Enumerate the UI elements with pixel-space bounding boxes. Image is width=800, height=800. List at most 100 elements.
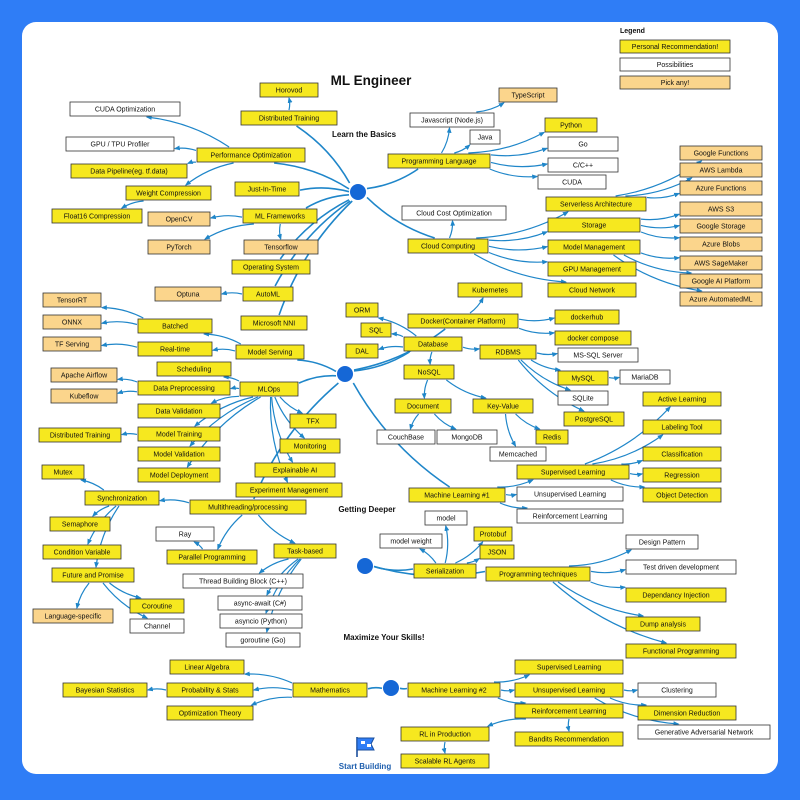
connector-hub0-disttrain (296, 125, 351, 184)
connector-hub1-mlops (298, 374, 337, 384)
node-box (537, 174, 607, 190)
node-box (147, 239, 211, 255)
node-box (547, 239, 641, 255)
node-box (84, 490, 160, 506)
connector-mlframe-pytorch (204, 223, 254, 240)
node-dimred: Dimension Reduction (637, 705, 737, 721)
node-channel: Channel (129, 618, 185, 634)
node-future: Future and Promise (51, 567, 135, 583)
node-label: Regression (664, 473, 700, 480)
node-label: CUDA Optimization (95, 107, 155, 114)
connector-math-optim (250, 696, 293, 706)
hub-node-4 (383, 680, 399, 696)
connector-cloud-cloudcost (448, 219, 456, 239)
node-label: TFX (306, 419, 320, 426)
node-azfunc: Azure Functions (679, 180, 763, 196)
node-nni: Microsoft NNI (240, 315, 308, 331)
node-label: TF Serving (55, 342, 89, 349)
node-label: MongoDB (451, 435, 482, 442)
connector-future-coroutine (109, 582, 142, 600)
node-label: Coroutine (142, 604, 172, 611)
connector-mlframe-tensorflow (277, 223, 282, 241)
node-label: Labeling Tool (661, 425, 703, 432)
connector-suplearn-labeling (592, 434, 664, 465)
node-box (679, 162, 763, 178)
node-label: Javascript (Node.js) (421, 118, 483, 125)
node-box (619, 369, 671, 385)
connector-mlops-scheduling (222, 374, 240, 382)
node-kubeflow: Kubeflow (50, 388, 118, 404)
node-label: NoSQL (418, 370, 441, 377)
node-box (242, 286, 294, 302)
node-clustering: Clustering (637, 682, 717, 698)
connector-hub0-automl (274, 200, 351, 287)
node-serverless: Serverless Architecture (545, 196, 647, 212)
connector-database-nosql (427, 351, 433, 366)
node-label: Mathematics (310, 688, 350, 695)
node-couchbase: CouchBase (376, 429, 436, 445)
connector-mlframe-opencv (209, 214, 243, 220)
node-mysql: MySQL (557, 370, 609, 386)
node-coroutine: Coroutine (129, 598, 185, 614)
node-label: Key-Value (487, 404, 519, 411)
node-box (479, 344, 537, 360)
node-rlprod: RL in Production (400, 726, 490, 742)
section-label-deeper: Getting Deeper (338, 505, 395, 514)
node-expmgmt: Experiment Management (235, 482, 343, 498)
connector-taskbased-tbb (258, 558, 289, 574)
node-modelvalid: Model Validation (137, 446, 221, 462)
node-box (400, 726, 490, 742)
connector-hub0-perfopt (274, 162, 350, 190)
node-label: Dependancy Injection (642, 593, 709, 600)
node-cudaopt: CUDA Optimization (69, 101, 181, 117)
node-box (235, 482, 343, 498)
connector-ml1-reinf1 (499, 502, 529, 511)
node-box (625, 587, 727, 603)
node-disttrain: Distributed Training (240, 110, 338, 126)
node-box (231, 259, 311, 275)
node-label: Test driven development (643, 565, 719, 572)
node-database: Database (403, 336, 463, 352)
node-box (489, 446, 547, 462)
node-label: Google Functions (694, 151, 749, 158)
node-box (129, 618, 185, 634)
node-semaphore: Semaphore (49, 516, 111, 532)
diagram-title: ML Engineer (331, 73, 413, 88)
connector-hub0-jit (299, 187, 350, 193)
node-label: Condition Variable (54, 550, 111, 557)
node-label: Tensorflow (264, 245, 298, 252)
legend-label: Pick any! (661, 80, 689, 87)
connector-multithread-taskbased (257, 514, 296, 544)
connector-proglang-cuda (489, 168, 539, 180)
node-designpat: Design Pattern (625, 534, 699, 550)
hub-node-3 (357, 558, 373, 574)
node-label: Python (560, 123, 582, 130)
node-label: Database (418, 342, 448, 349)
node-box (137, 318, 213, 334)
connector-mlops-datavalid (210, 395, 240, 404)
node-label: Programming techniques (499, 572, 577, 579)
connector-reinf2-rlprod (487, 718, 526, 727)
node-label: ORM (354, 308, 371, 315)
node-label: Scalable RL Agents (415, 759, 476, 766)
connector-serialization-modelweight (419, 548, 437, 564)
node-label: Synchronization (97, 496, 147, 503)
connector-realtime-tfserving (100, 342, 138, 348)
node-box (137, 403, 221, 419)
node-label: RL in Production (419, 732, 471, 739)
connector-cloud-modelmgmt (488, 245, 549, 251)
node-box (360, 322, 392, 338)
node-s3: AWS S3 (679, 201, 763, 217)
node-box (547, 282, 637, 298)
node-box (379, 533, 443, 549)
node-gai: Google AI Platform (679, 273, 763, 289)
node-postgres: PostgreSQL (563, 411, 625, 427)
node-box (240, 315, 308, 331)
node-box (166, 549, 258, 565)
node-lambda: AWS Lambda (679, 162, 763, 178)
connector-weightcomp-float16 (120, 200, 144, 209)
connector-future-langspec (75, 582, 90, 610)
connector-parallel-ray (193, 541, 204, 550)
